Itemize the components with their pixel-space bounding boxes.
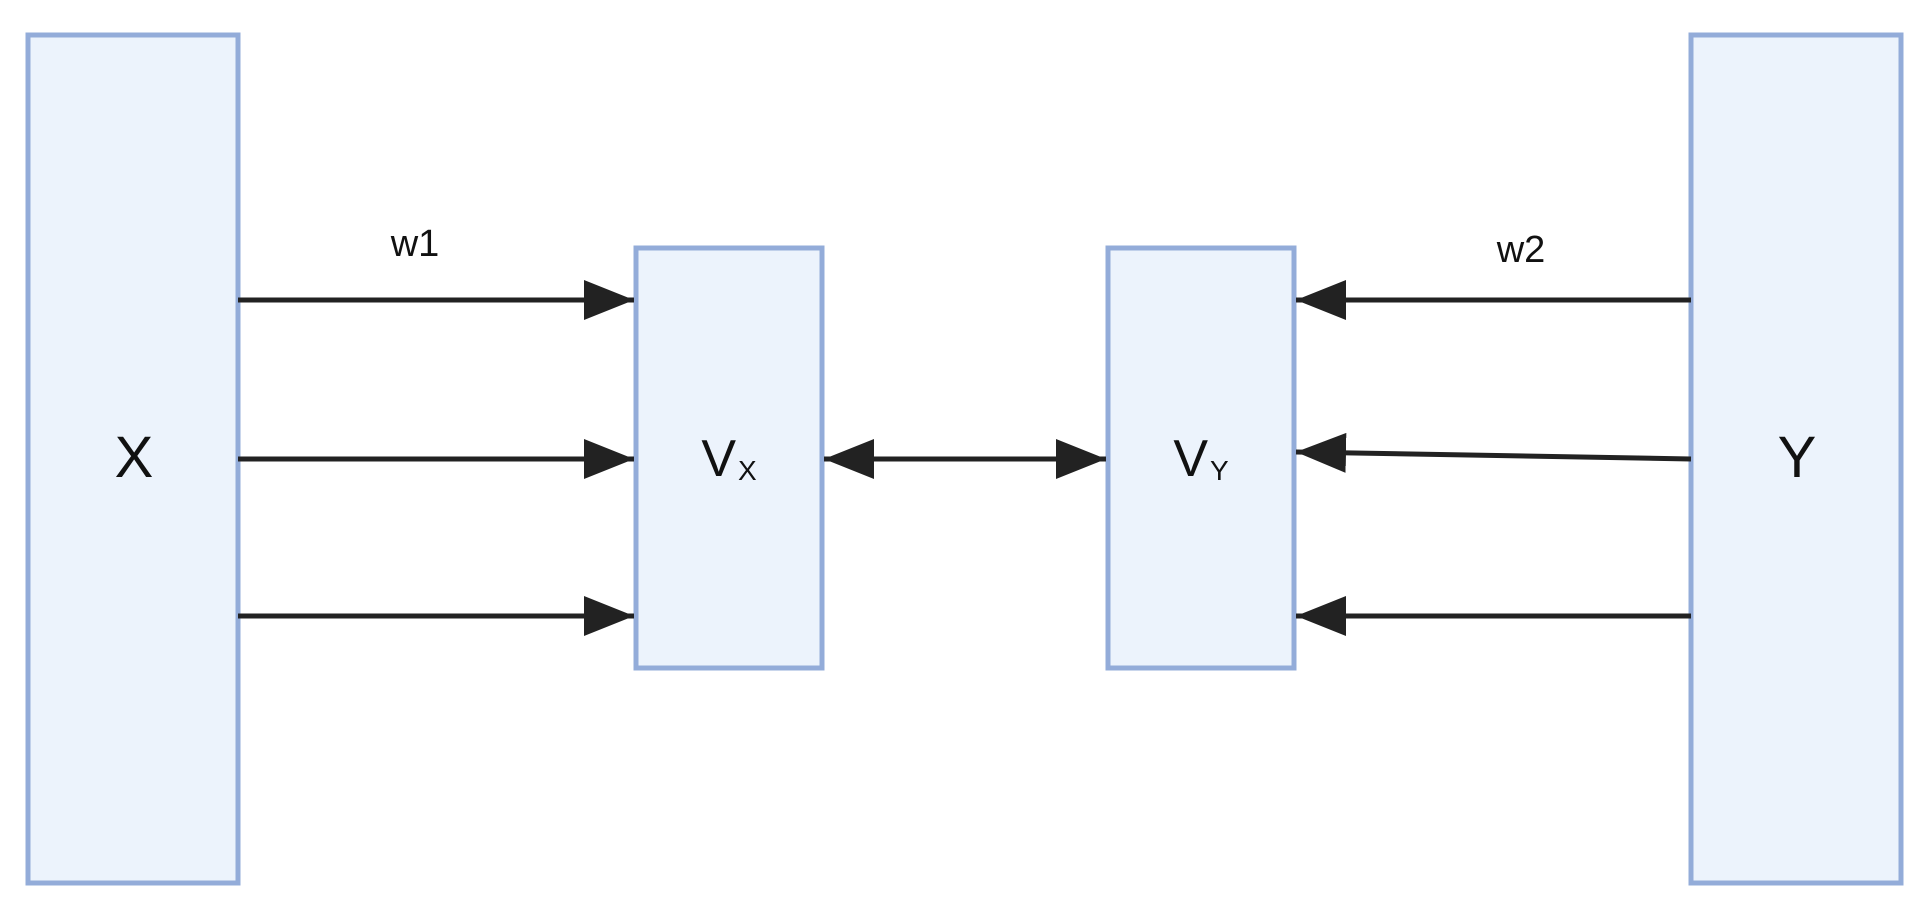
node-vx-box xyxy=(633,245,825,671)
edge-y-to-vy-middle xyxy=(1295,432,1692,473)
node-vx-label: VX xyxy=(701,430,757,488)
node-y: Y xyxy=(1688,32,1904,886)
node-x-label: X xyxy=(115,425,154,490)
node-y-box xyxy=(1688,32,1904,886)
node-x-box xyxy=(25,32,241,886)
edge-label-w1: w1 xyxy=(390,223,440,265)
node-vx: VX xyxy=(633,245,825,671)
node-y-label: Y xyxy=(1778,425,1817,490)
node-x: X xyxy=(25,32,241,886)
node-vy-box xyxy=(1105,245,1297,671)
node-vy: VY xyxy=(1105,245,1297,671)
node-vx-label-subscript: X xyxy=(738,455,757,486)
node-vy-label: VY xyxy=(1173,430,1229,488)
edge-label-w2: w2 xyxy=(1496,229,1546,271)
node-vy-label-subscript: Y xyxy=(1210,455,1229,486)
node-vx-label-main: V xyxy=(701,430,736,488)
node-vy-label-main: V xyxy=(1173,430,1208,488)
